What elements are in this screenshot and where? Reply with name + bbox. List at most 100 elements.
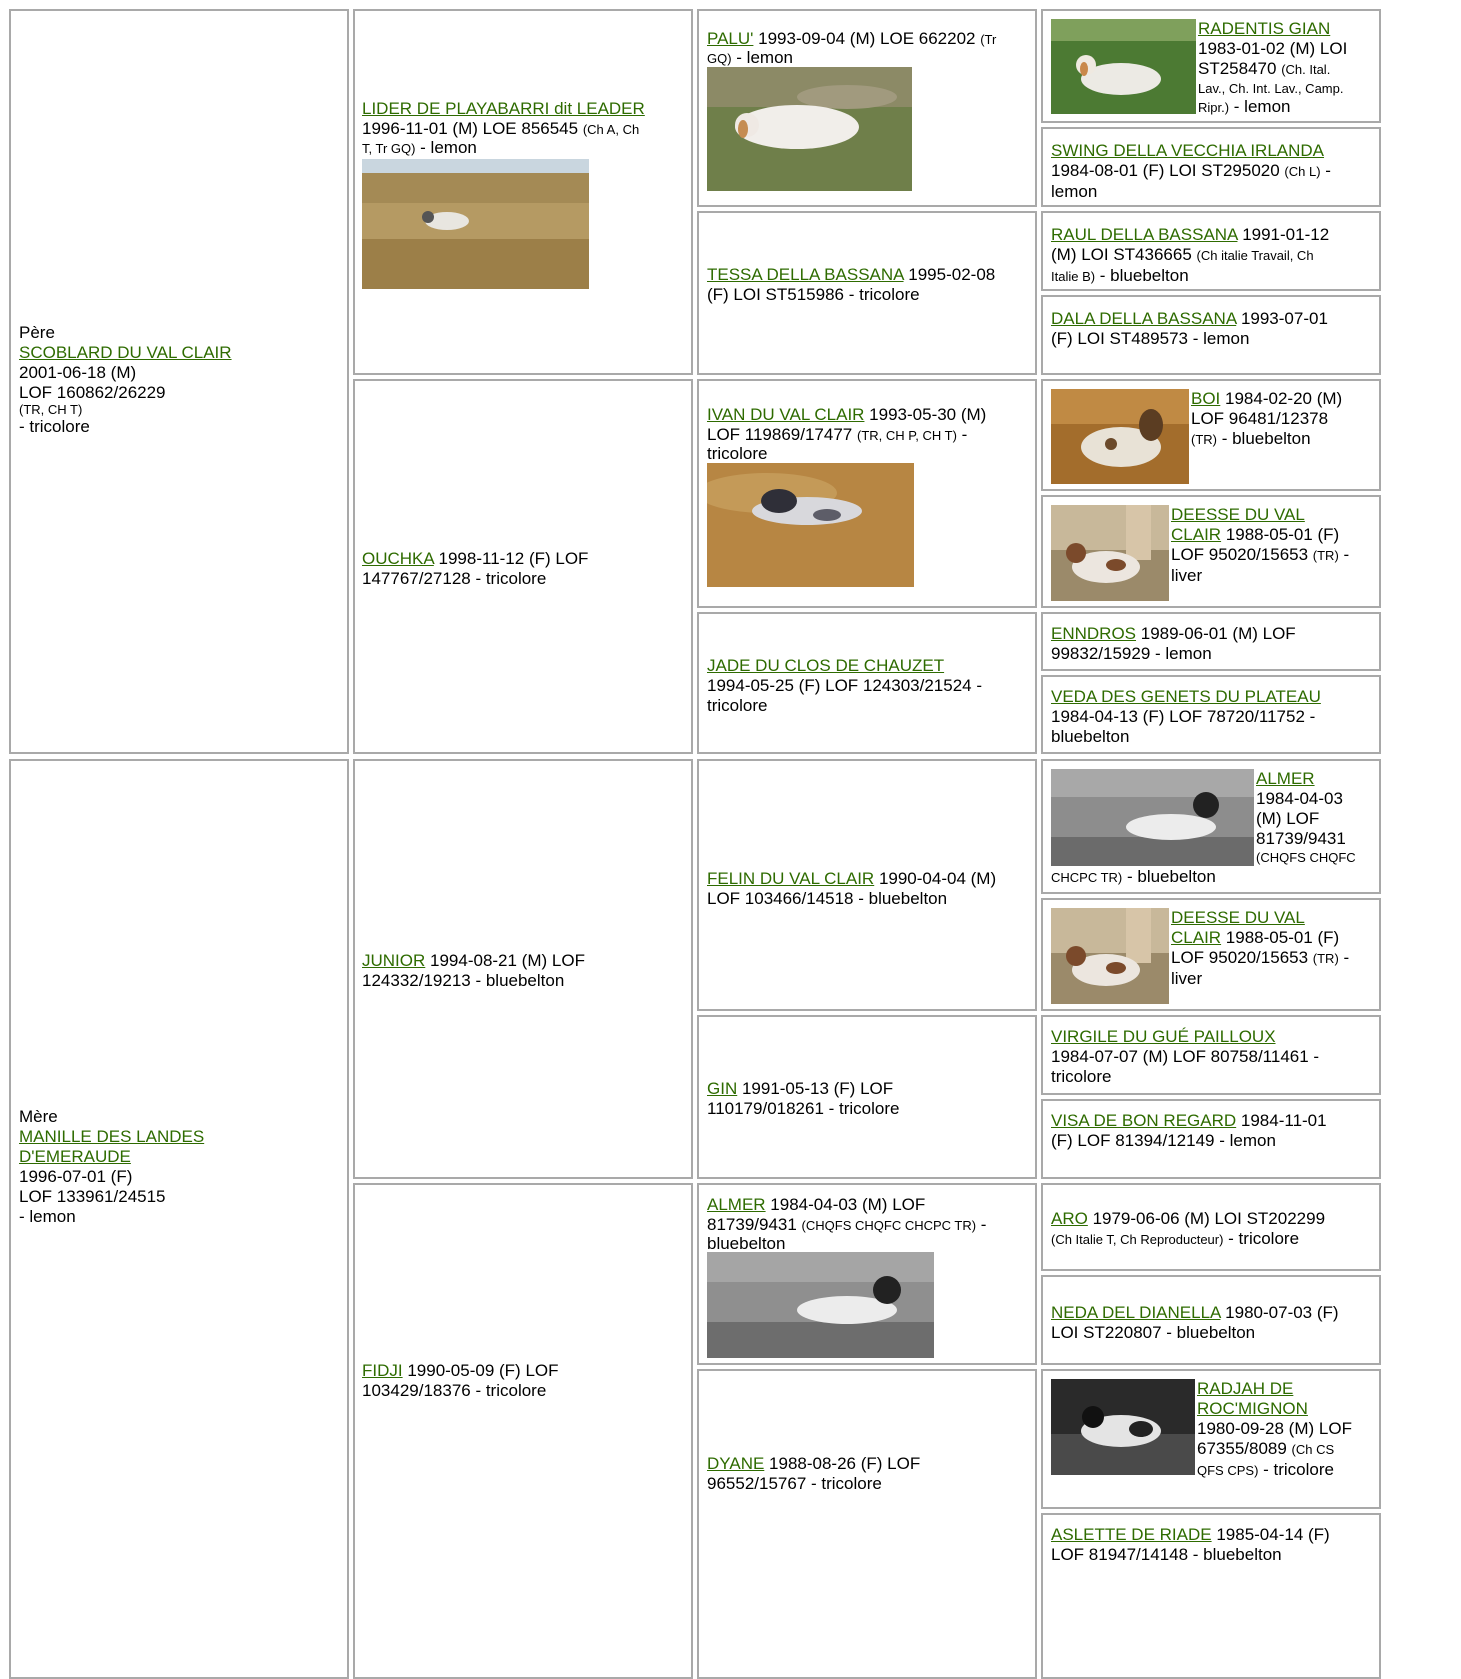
deesse-1-l1: 1988-05-01 (F) — [1221, 525, 1340, 544]
link-veda[interactable]: VEDA DES GENETS DU PLATEAU — [1051, 687, 1321, 706]
cell-veda: VEDA DES GENETS DU PLATEAU 1984-04-13 (F… — [1041, 675, 1381, 754]
link-almer[interactable]: ALMER — [707, 1195, 766, 1214]
cell-enndros: ENNDROS 1989-06-01 (M) LOF 99832/15929 -… — [1041, 612, 1381, 671]
ivan-line2: LOF 119869/17477 — [707, 425, 857, 444]
deesse-2-name1: DEESSE DU VAL — [1171, 908, 1305, 927]
sire-reg: LOF 160862/26229 — [19, 383, 166, 402]
link-jade[interactable]: JADE DU CLOS DE CHAUZET — [707, 656, 945, 675]
swing-t1: (Ch L) — [1284, 164, 1321, 179]
cell-junior: JUNIOR 1994-08-21 (M) LOF 124332/19213 -… — [353, 759, 693, 1179]
cell-raul: RAUL DELLA BASSANA 1991-01-12 (M) LOI ST… — [1041, 211, 1381, 291]
link-ouchka[interactable]: OUCHKA — [362, 549, 434, 568]
link-scoblard[interactable]: SCOBLARD DU VAL CLAIR — [19, 343, 232, 362]
link-gin[interactable]: GIN — [707, 1079, 738, 1098]
link-almer-2[interactable]: ALMER — [1256, 769, 1315, 788]
link-enndros[interactable]: ENNDROS — [1051, 624, 1137, 643]
junior-line1: 1994-08-21 (M) LOF — [425, 951, 585, 970]
deesse-2-l1: 1988-05-01 (F) — [1221, 928, 1340, 947]
tessa-line2: (F) LOI ST515986 - tricolore — [707, 285, 920, 304]
almer-2-l2: (M) LOF — [1256, 809, 1320, 828]
lider-tail: - lemon — [415, 138, 477, 157]
ouchka-line2: 147767/27128 - tricolore — [362, 569, 547, 588]
radjah-photo[interactable] — [1051, 1379, 1195, 1475]
link-raul[interactable]: RAUL DELLA BASSANA — [1051, 225, 1238, 244]
link-felin[interactable]: FELIN DU VAL CLAIR — [707, 869, 875, 888]
veda-l2: bluebelton — [1051, 727, 1130, 746]
almer-photo[interactable] — [707, 1252, 934, 1358]
dala-l1: 1993-07-01 — [1236, 309, 1328, 328]
raul-t1: (Ch italie Travail, Ch — [1196, 248, 1314, 263]
palu-titles1: (Tr — [980, 32, 997, 47]
cell-dala: DALA DELLA BASSANA 1993-07-01 (F) LOI ST… — [1041, 295, 1381, 375]
palu-line1: 1993-09-04 (M) LOE 662202 — [753, 29, 981, 48]
deesse-1-l3: liver — [1171, 566, 1203, 585]
cell-felin: FELIN DU VAL CLAIR 1990-04-04 (M) LOF 10… — [697, 759, 1037, 1011]
cell-almer: ALMER 1984-04-03 (M) LOF 81739/9431 (CHQ… — [697, 1183, 1037, 1365]
lider-photo[interactable] — [362, 159, 589, 289]
link-radentis[interactable]: RADENTIS GIAN — [1198, 19, 1331, 38]
raul-t2: Italie B) — [1051, 269, 1096, 284]
sire-heading: Père — [19, 323, 55, 342]
fidji-line1: 1990-05-09 (F) LOF — [402, 1361, 559, 1380]
sire-born: 2001-06-18 (M) — [19, 363, 137, 382]
link-fidji[interactable]: FIDJI — [362, 1361, 403, 1380]
dam-reg: LOF 133961/24515 — [19, 1187, 166, 1206]
almer-photo-2[interactable] — [1051, 769, 1254, 866]
radentis-t2: Lav., Ch. Int. Lav., Camp. — [1198, 81, 1344, 96]
fidji-line2: 103429/18376 - tricolore — [362, 1381, 547, 1400]
aro-l1: 1979-06-06 (M) LOI ST202299 — [1087, 1209, 1326, 1228]
link-dyane[interactable]: DYANE — [707, 1454, 765, 1473]
raul-l1: 1991-01-12 — [1237, 225, 1330, 244]
lider-line1: 1996-11-01 (M) LOE 856545 — [362, 119, 583, 138]
almer-2-l3: 81739/9431 — [1256, 829, 1346, 848]
cell-sire: Père SCOBLARD DU VAL CLAIR 2001-06-18 (M… — [9, 9, 349, 754]
visa-l2: (F) LOF 81394/12149 - lemon — [1051, 1131, 1276, 1150]
veda-l1: 1984-04-13 (F) LOF 78720/11752 - — [1051, 707, 1316, 726]
ivan-photo[interactable] — [707, 463, 914, 587]
link-dala[interactable]: DALA DELLA BASSANA — [1051, 309, 1237, 328]
palu-tail: - lemon — [731, 48, 793, 67]
link-boi[interactable]: BOI — [1191, 389, 1221, 408]
link-visa[interactable]: VISA DE BON REGARD — [1051, 1111, 1237, 1130]
neda-l1: 1980-07-03 (F) — [1220, 1303, 1339, 1322]
felin-line2: LOF 103466/14518 - bluebelton — [707, 889, 948, 908]
raul-l2: (M) LOI ST436665 — [1051, 245, 1197, 264]
cell-radentis: RADENTIS GIAN 1983-01-02 (M) LOI ST25847… — [1041, 9, 1381, 123]
radentis-photo[interactable] — [1051, 19, 1196, 114]
palu-photo[interactable] — [707, 67, 912, 191]
ivan-line3: tricolore — [707, 444, 768, 463]
link-tessa[interactable]: TESSA DELLA BASSANA — [707, 265, 904, 284]
link-virgile[interactable]: VIRGILE DU GUÉ PAILLOUX — [1051, 1027, 1276, 1046]
neda-l2: LOI ST220807 - bluebelton — [1051, 1323, 1256, 1342]
link-aslette[interactable]: ASLETTE DE RIADE — [1051, 1525, 1212, 1544]
boi-photo[interactable] — [1051, 389, 1189, 484]
link-junior[interactable]: JUNIOR — [362, 951, 426, 970]
deesse-photo-2[interactable] — [1051, 908, 1169, 1004]
deesse-photo-1[interactable] — [1051, 505, 1169, 601]
almer-line1: 1984-04-03 (M) LOF — [765, 1195, 926, 1214]
radentis-l2: ST258470 — [1198, 59, 1282, 78]
link-swing[interactable]: SWING DELLA VECCHIA IRLANDA — [1051, 141, 1325, 160]
link-palu[interactable]: PALU' — [707, 29, 754, 48]
gin-line2: 110179/018261 - tricolore — [707, 1099, 900, 1118]
aro-t1: (Ch Italie T, Ch Reproducteur) — [1051, 1232, 1224, 1247]
link-aro[interactable]: ARO — [1051, 1209, 1088, 1228]
cell-palu: PALU' 1993-09-04 (M) LOE 662202 (Tr GQ) … — [697, 9, 1037, 207]
link-neda[interactable]: NEDA DEL DIANELLA — [1051, 1303, 1221, 1322]
deesse-1-t1: (TR) — [1312, 548, 1339, 563]
aslette-l2: LOF 81947/14148 - bluebelton — [1051, 1545, 1282, 1564]
deesse-2-t1: (TR) — [1312, 951, 1339, 966]
link-lider[interactable]: LIDER DE PLAYABARRI dit LEADER — [362, 99, 645, 118]
ivan-tail: - — [956, 425, 968, 444]
lider-titles2: T, Tr GQ) — [362, 141, 416, 156]
link-ivan[interactable]: IVAN DU VAL CLAIR — [707, 405, 865, 424]
almer-2-t2: CHCPC TR) — [1051, 870, 1123, 885]
ivan-line1: 1993-05-30 (M) — [864, 405, 987, 424]
